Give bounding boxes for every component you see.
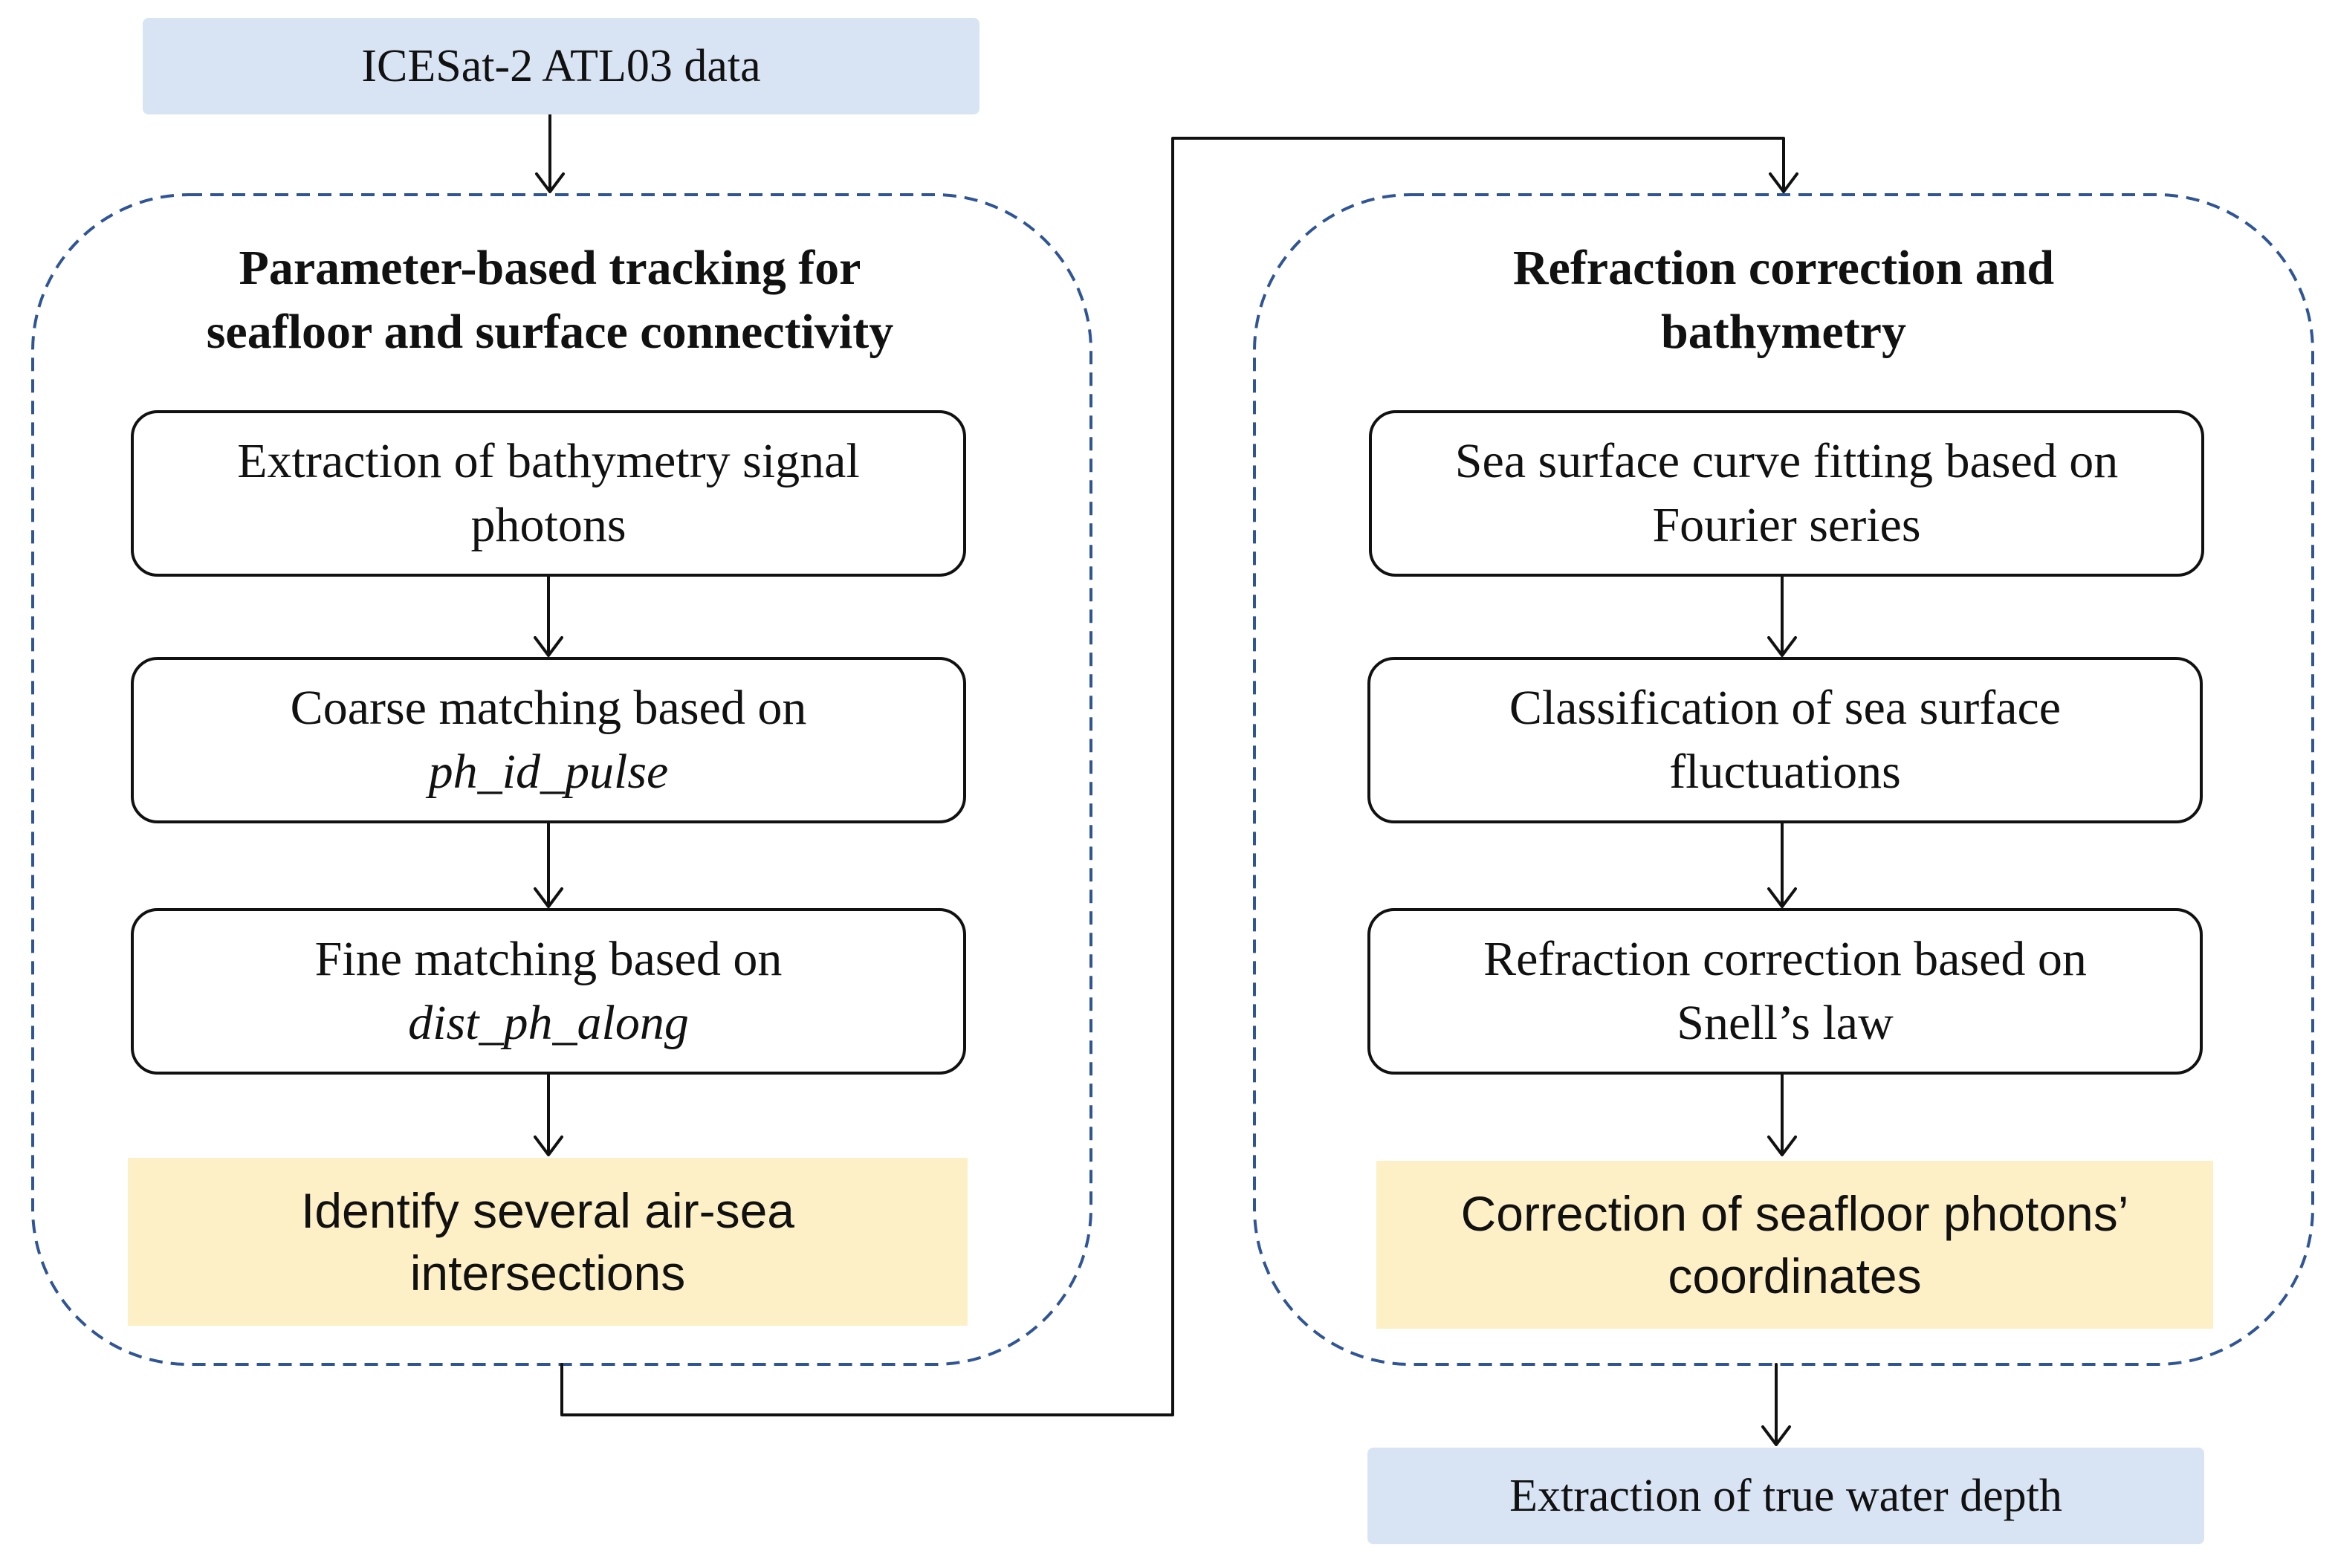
output-label: Extraction of true water depth <box>1509 1470 2062 1521</box>
result-seafloor-photon-coordinates: Correction of seafloor photons’ coordina… <box>1376 1161 2213 1329</box>
step-refraction-correction: Refraction correction based on Snell’s l… <box>1367 908 2203 1075</box>
step-coarse-matching: Coarse matching based on ph_id_pulse <box>131 657 966 823</box>
step-sea-surface-curve-fitting: Sea surface curve fitting based on Fouri… <box>1369 410 2204 577</box>
input-label: ICESat-2 ATL03 data <box>361 40 761 91</box>
right-group-title: Refraction correction and bathymetry <box>1512 241 2055 359</box>
left-group-title: Parameter-based tracking for seafloor an… <box>206 241 894 359</box>
right-group-container <box>1253 193 2314 1366</box>
step-fine-matching: Fine matching based on dist_ph_along <box>131 908 966 1075</box>
step-classify-surface-fluctuations: Classification of sea surface fluctuatio… <box>1367 657 2203 823</box>
result-air-sea-intersections: Identify several air-sea intersections <box>128 1158 968 1326</box>
output-box: Extraction of true water depth <box>1367 1448 2204 1544</box>
step-extract-signal-photons: Extraction of bathymetry signal photons <box>131 410 966 577</box>
connector-left-to-right <box>560 137 1785 1416</box>
input-box: ICESat-2 ATL03 data <box>143 18 979 114</box>
